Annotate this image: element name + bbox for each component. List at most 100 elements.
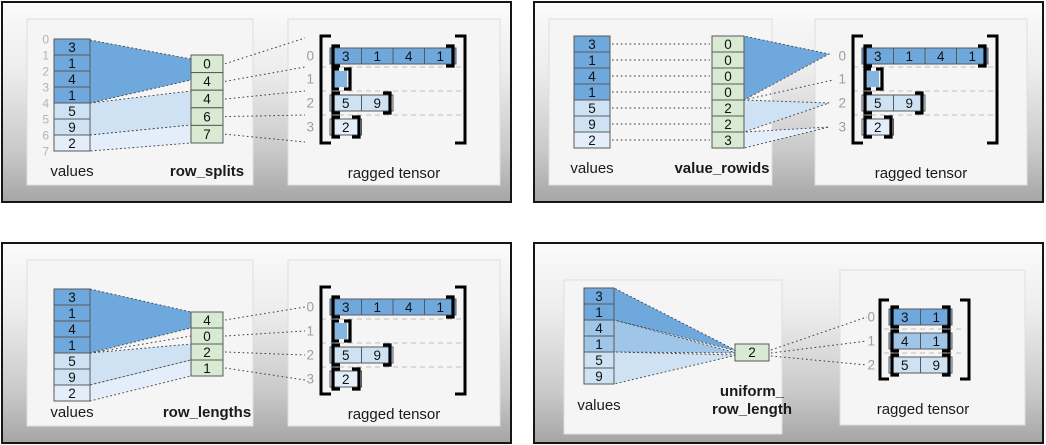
value-cell: 3 <box>68 40 76 55</box>
value-cell: 1 <box>588 53 596 68</box>
tensor-caption: ragged tensor <box>348 165 441 182</box>
outer-bracket-left <box>319 285 331 396</box>
split-cell: 4 <box>203 74 211 89</box>
tensor-row: 3 1 <box>888 305 953 329</box>
row-label: 1 <box>867 334 875 349</box>
rowid-cell: 0 <box>724 37 732 52</box>
value-cell: 9 <box>588 117 596 132</box>
rowid-cell: 0 <box>724 69 732 84</box>
row-label: 1 <box>306 324 314 339</box>
length-cell: 0 <box>203 329 211 344</box>
value-rowids-column: 0 0 0 0 2 2 3 <box>711 35 745 149</box>
split-cell: 6 <box>203 109 211 124</box>
tensor-cell: 1 <box>436 300 444 315</box>
fans <box>743 35 834 149</box>
tensor-cell: 1 <box>932 310 940 325</box>
value-index: 0 <box>42 33 49 47</box>
tensor-cell: 3 <box>874 49 882 64</box>
method-caption: row_splits <box>170 163 244 180</box>
rowid-cell: 3 <box>724 133 732 148</box>
value-cell: 5 <box>68 354 76 369</box>
row-label: 2 <box>867 358 875 373</box>
tensor-cell: 3 <box>342 300 350 315</box>
method-caption: row_lengths <box>163 404 251 421</box>
value-cell: 4 <box>595 321 603 336</box>
method-caption-line1: uniform_ <box>720 383 785 400</box>
uniform-row-length-diagram: 3 1 4 1 5 9 2 0 1 <box>563 269 1026 435</box>
tensor-row: 2 <box>329 367 362 391</box>
tensor-cell: 5 <box>901 358 909 373</box>
rowid-cell: 2 <box>724 117 732 132</box>
rowid-cell: 0 <box>724 85 732 100</box>
value-cell: 4 <box>68 72 76 87</box>
value-cell: 2 <box>588 133 596 148</box>
tensor-cell: 1 <box>968 49 976 64</box>
tensor-row: 5 9 <box>329 91 394 115</box>
tensor-row: 5 9 <box>888 353 953 377</box>
value-cell: 9 <box>68 370 76 385</box>
tensor-row: 2 <box>329 115 362 139</box>
row-label: 3 <box>838 120 846 135</box>
value-cell: 3 <box>595 289 603 304</box>
panel-row-lengths: 3 1 4 1 5 9 2 4 0 2 1 <box>1 242 512 444</box>
length-cell: 2 <box>203 345 211 360</box>
value-cell: 2 <box>68 386 76 401</box>
value-index-labels: 0 1 2 3 4 5 6 7 <box>42 33 49 159</box>
value-cell: 9 <box>595 369 603 384</box>
tensor-row: 5 9 <box>861 91 926 115</box>
value-cell: 1 <box>68 338 76 353</box>
row-label: 2 <box>306 348 314 363</box>
tensor-cell: 2 <box>874 120 882 135</box>
tensor-row: 3 1 4 1 <box>329 295 457 319</box>
tensor-cell: 9 <box>373 96 381 111</box>
tensor-cell: 9 <box>932 358 940 373</box>
values-column: 3 1 4 1 5 9 2 <box>53 38 91 152</box>
tensor-cell: 4 <box>405 300 413 315</box>
tensor-cell: 9 <box>373 348 381 363</box>
row-splits-column: 0 4 4 6 7 <box>190 54 224 144</box>
value-cell: 1 <box>588 85 596 100</box>
tensor-cell: 1 <box>436 49 444 64</box>
method-caption: value_rowids <box>674 160 769 177</box>
value-index: 3 <box>42 81 49 95</box>
ragged-tensor: 0 1 2 3 3 1 4 1 <box>306 285 467 396</box>
uniform-row-length-cell: 2 <box>734 343 770 362</box>
value-cell: 3 <box>68 290 76 305</box>
values-column: 3 1 4 1 5 9 <box>583 287 615 385</box>
values-caption: values <box>570 160 613 177</box>
row-label: 1 <box>838 72 846 87</box>
outer-bracket-left <box>878 298 889 381</box>
tensor-cell: 4 <box>901 334 909 349</box>
panel-value-rowids: 3 1 4 1 5 9 2 0 0 0 0 2 2 <box>533 1 1044 203</box>
method-caption-line2: row_length <box>712 401 792 418</box>
split-cell: 7 <box>203 127 211 142</box>
fans <box>613 287 738 385</box>
tensor-cell: 5 <box>342 96 350 111</box>
tensor-cell: 1 <box>905 49 913 64</box>
value-cell: 1 <box>595 305 603 320</box>
tensor-row-empty <box>863 67 884 91</box>
tensor-cell: 9 <box>905 96 913 111</box>
tensor-caption: ragged tensor <box>348 406 441 423</box>
rowid-cell: 2 <box>724 101 732 116</box>
outer-bracket-right <box>455 34 467 145</box>
value-cell: 9 <box>68 120 76 135</box>
tensor-cell: 3 <box>901 310 909 325</box>
value-cell: 3 <box>588 37 596 52</box>
ragged-tensor: 0 1 2 3 3 1 4 1 <box>838 34 999 145</box>
value-cell: 5 <box>68 104 76 119</box>
values-caption: values <box>50 404 93 421</box>
length-cell: 4 <box>203 313 211 328</box>
tensor-cell: 2 <box>342 372 350 387</box>
value-index: 7 <box>42 145 49 159</box>
outer-bracket-left <box>319 34 331 145</box>
values-caption: values <box>50 163 93 180</box>
value-cell: 4 <box>68 322 76 337</box>
value-cell: 5 <box>595 353 603 368</box>
row-label: 0 <box>306 300 314 315</box>
row-label: 3 <box>306 372 314 387</box>
tensor-cell: 1 <box>373 49 381 64</box>
row-label: 3 <box>306 120 314 135</box>
ragged-tensor: 0 1 2 3 3 1 4 1 <box>306 34 467 145</box>
